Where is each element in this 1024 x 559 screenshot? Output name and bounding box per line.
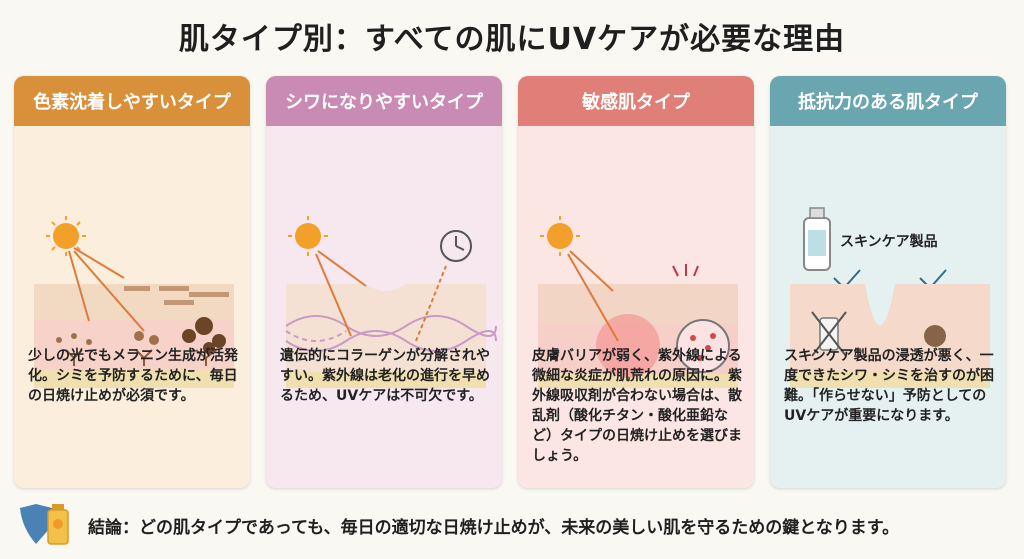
sensitive-illustration (538, 216, 738, 388)
card-description: 遺伝的にコラーゲンが分解されやすい。紫外線は老化の進行を早めるため、UVケアは不… (280, 348, 490, 404)
card-heading: 抵抗力のある肌タイプ (770, 76, 1006, 126)
card-resilient: 抵抗力のある肌タイプ スキンケア製品 スキンケア製品の浸透が悪く、一度できたシワ… (770, 76, 1006, 488)
card-heading: 敏感肌タイプ (518, 76, 754, 126)
card-description: スキンケア製品の浸透が悪く、一度できたシワ・シミを治すのが困難。「作らせない」予… (784, 348, 994, 424)
card-sensitive: 敏感肌タイプ 皮膚バリアが弱く、紫外線による微細な炎 (518, 76, 754, 488)
card-heading: 色素沈着しやすいタイプ (14, 76, 250, 126)
wrinkle-illustration (285, 216, 497, 388)
magnifier-icon (676, 319, 730, 373)
sun-icon (288, 216, 328, 256)
illus-label: スキンケア製品 (840, 233, 938, 250)
sun-icon (46, 216, 86, 256)
conclusion-footer: 結論：どの肌タイプであっても、毎日の適切な日焼け止めが、未来の美しい肌を守るため… (14, 500, 1010, 550)
clock-icon (440, 230, 472, 262)
conclusion-text: 結論：どの肌タイプであっても、毎日の適切な日焼け止めが、未来の美しい肌を守るため… (88, 517, 900, 538)
sunscreen-tube-icon (47, 504, 69, 545)
card-heading: シワになりやすいタイプ (266, 76, 502, 126)
shield-icon (20, 504, 52, 544)
sun-icon (540, 216, 580, 256)
footer-icons (14, 500, 78, 550)
crossed-bottle-icon (811, 311, 847, 357)
card-wrinkles: シワになりやすいタイプ 遺伝的にコラーゲンが分解されやすい。紫外線は老化の進行を (266, 76, 502, 488)
card-description: 皮膚バリアが弱く、紫外線による微細な炎症が肌荒れの原因に。紫外線吸収剤が合わない… (532, 348, 742, 464)
pigmentation-illustration (34, 216, 234, 388)
resilient-illustration: スキンケア製品 (790, 207, 990, 388)
page-title: 肌タイプ別：すべての肌にUVケアが必要な理由 (178, 22, 846, 57)
skincare-bottle-icon (803, 207, 831, 271)
card-pigmentation: 色素沈着しやすいタイプ (14, 76, 250, 488)
card-description: 少しの光でもメラニン生成が活発化。シミを予防するために、毎日の日焼け止めが必須で… (28, 348, 238, 404)
